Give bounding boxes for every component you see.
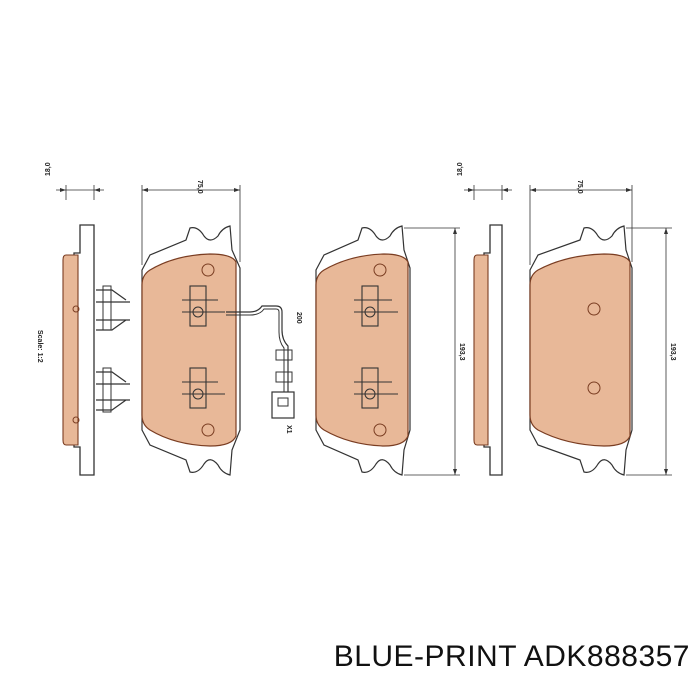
connector-label: X1	[285, 425, 292, 434]
height-label-right: 193,3	[669, 343, 676, 361]
product-caption: BLUE-PRINT ADK888357	[334, 640, 690, 674]
side-view-right: 18,0	[457, 162, 512, 476]
width-label-left: 75,0	[196, 180, 203, 194]
width-label-right: 75,0	[576, 180, 583, 194]
scale-label: Scale: 1:2	[36, 330, 43, 363]
height-label-left: 193,3	[458, 343, 465, 361]
wire-length-label: 200	[295, 312, 302, 324]
front-view-plain: 193,3	[315, 225, 465, 476]
part-number: ADK888357	[523, 640, 690, 673]
thickness-label-left: 18,0	[45, 162, 52, 176]
side-view-left: 18,0 Scale: 1:2	[36, 162, 130, 476]
thickness-label-right: 18,0	[457, 162, 464, 176]
back-view: 75,0 193,3	[529, 180, 676, 476]
front-view-with-sensor: 200 X1 75,0	[141, 180, 302, 476]
brand-name: BLUE-PRINT	[333, 640, 517, 673]
